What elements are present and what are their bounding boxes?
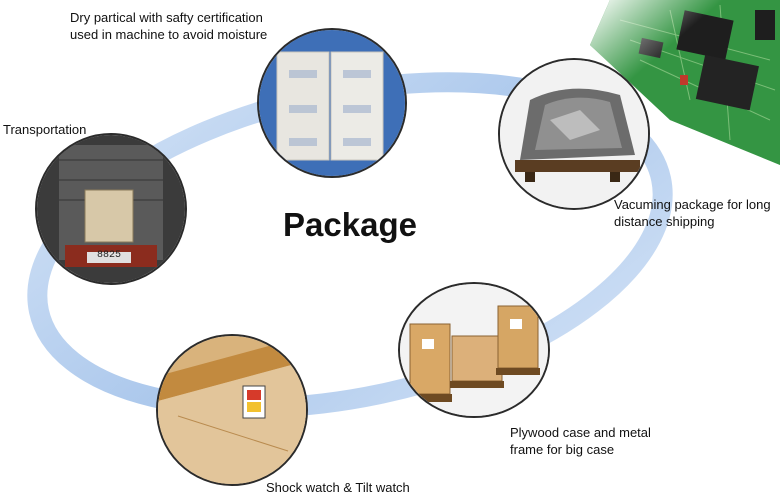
step-label-vacuum: Vacuming package for long distance shipp… xyxy=(614,197,771,229)
desiccant-image xyxy=(257,28,407,178)
step-label-transportation: Transportation xyxy=(3,122,87,137)
step-label-plywood: Plywood case and metal frame for big cas… xyxy=(510,425,651,457)
shock-watch-image xyxy=(156,334,308,486)
step-label-shock-watch: Shock watch & Tilt watch xyxy=(266,480,410,495)
circuit-board-image xyxy=(590,0,780,165)
transportation-image: 8825 xyxy=(35,133,187,285)
diagram-title: Package xyxy=(283,206,417,243)
truck-plate: 8825 xyxy=(96,250,121,261)
vacuum-package-image xyxy=(498,58,650,210)
step-label-desiccant: Dry partical with safty certification us… xyxy=(70,10,268,42)
plywood-case-image xyxy=(398,282,550,418)
